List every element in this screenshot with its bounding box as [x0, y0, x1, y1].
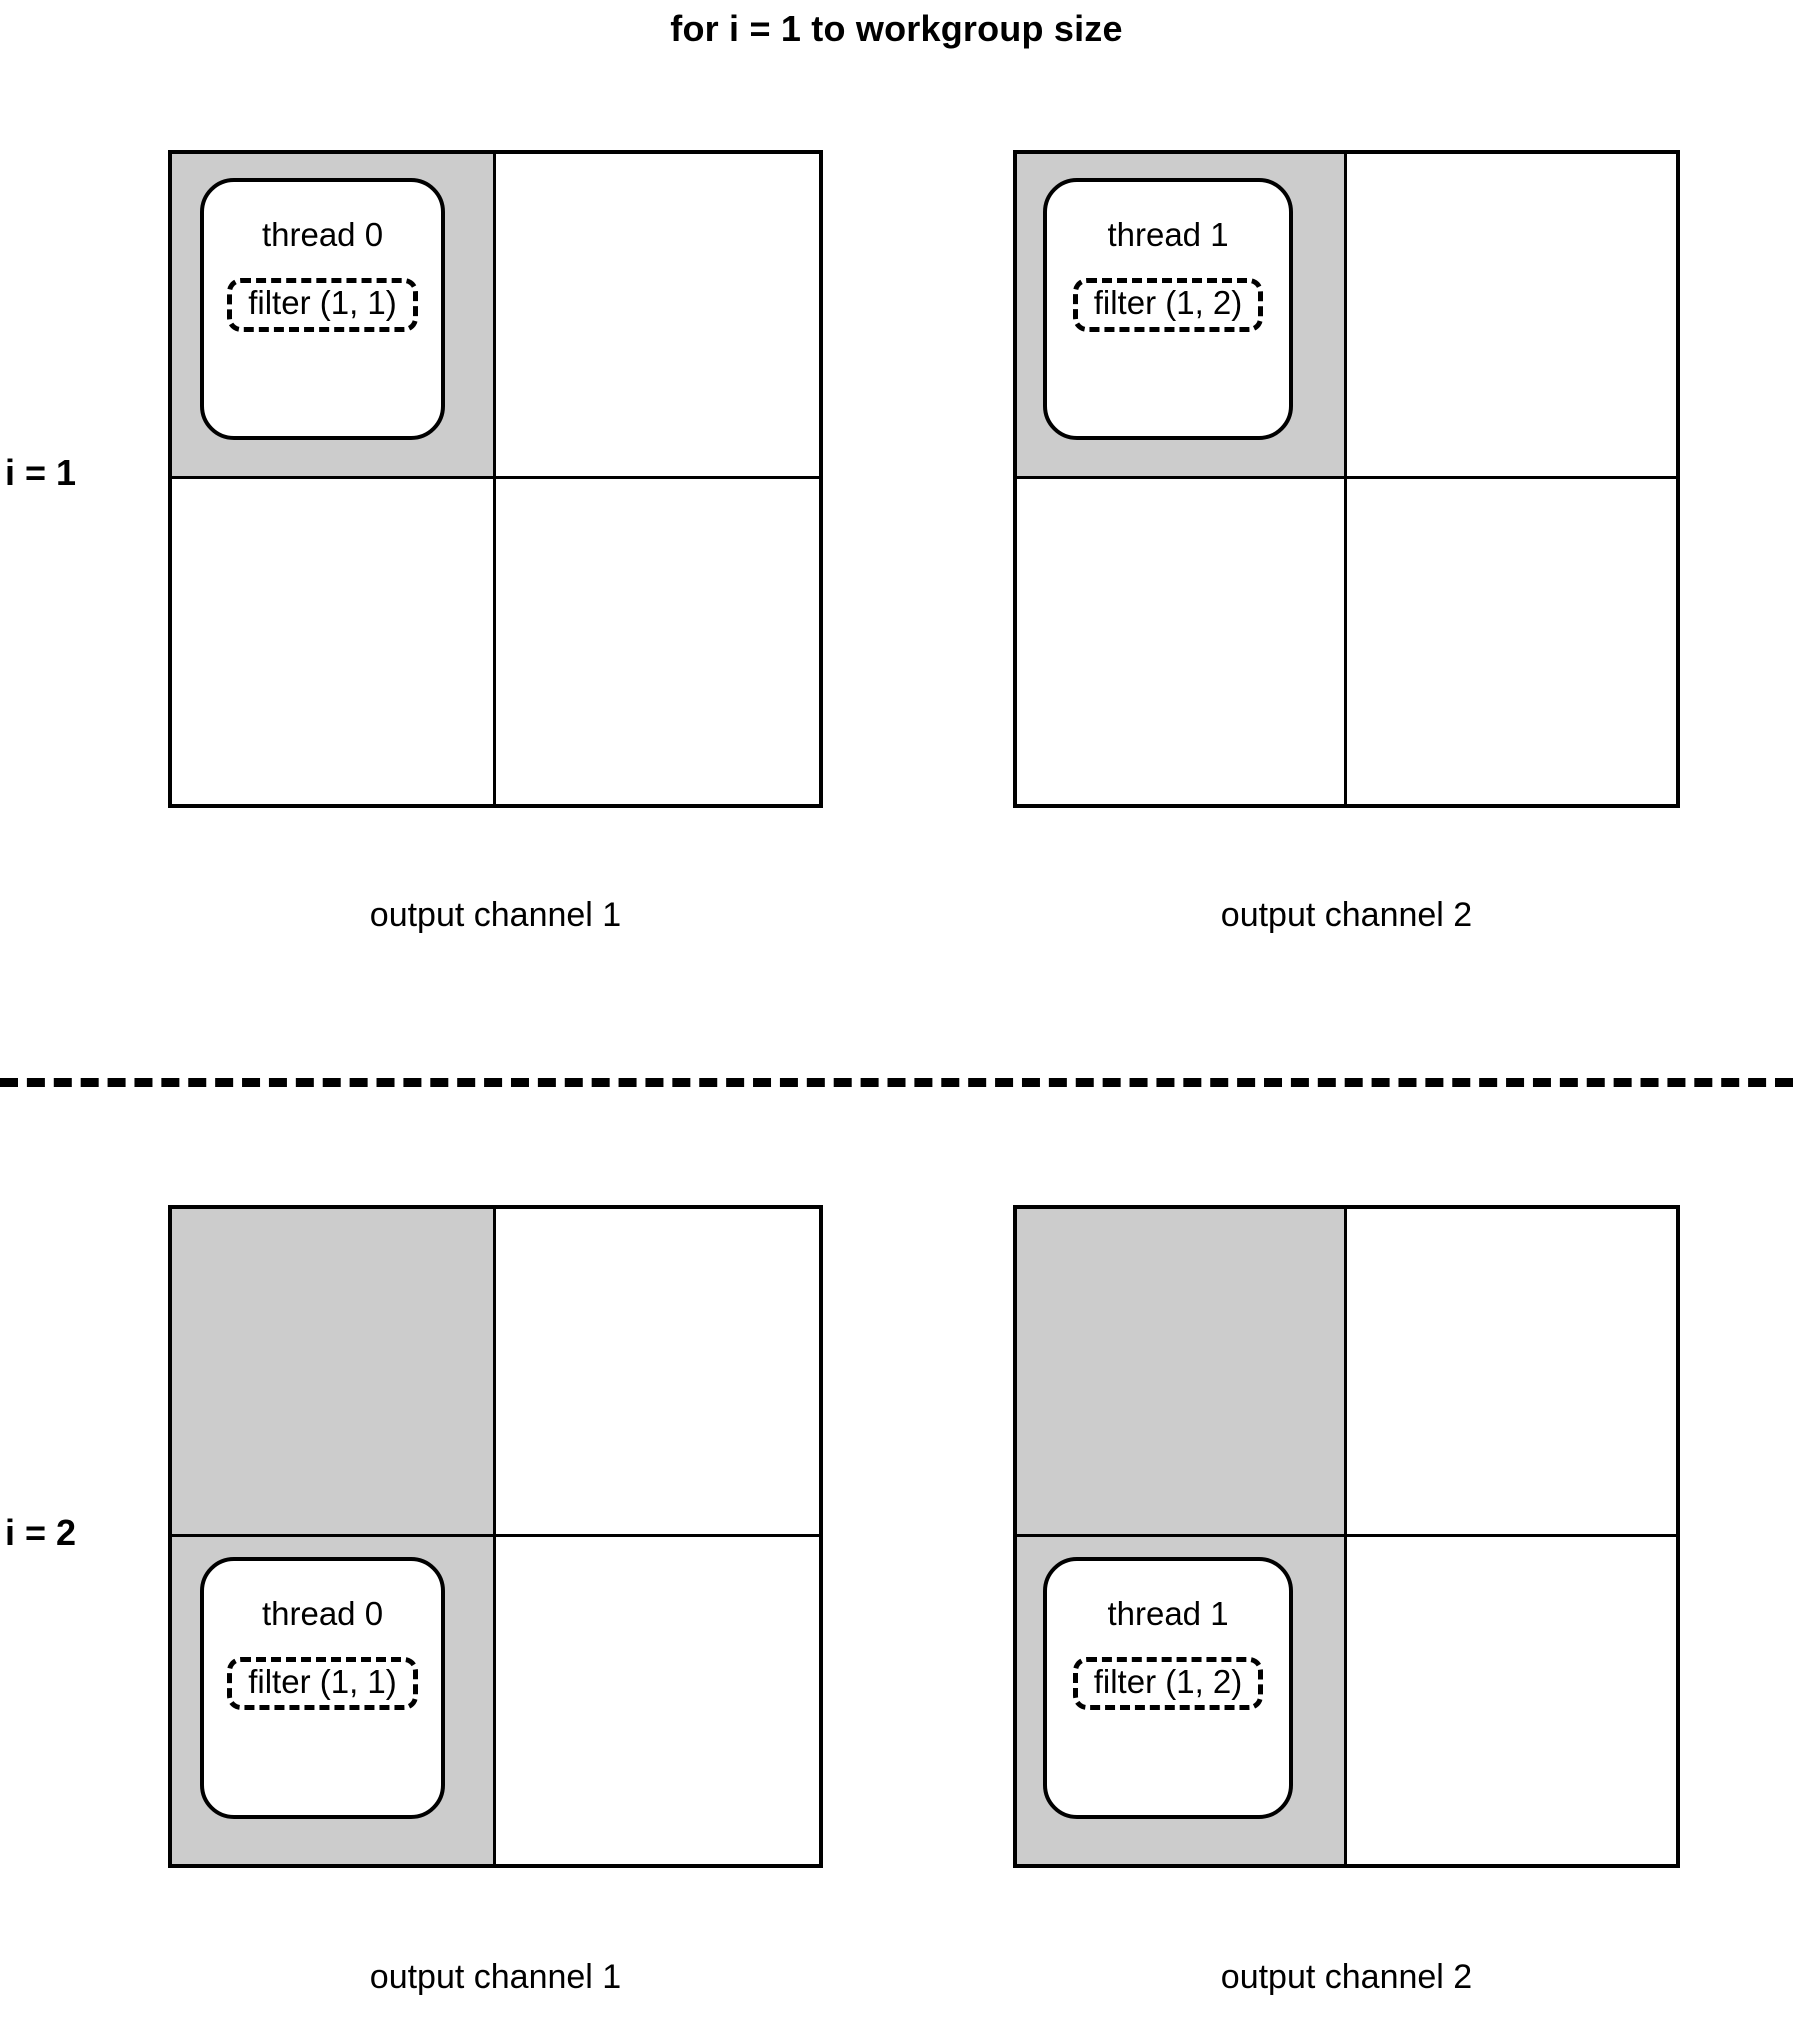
grid-cell-top-left[interactable] — [172, 1209, 496, 1537]
grid-cell-top-left[interactable] — [1017, 1209, 1347, 1537]
grid-cell-bottom-left[interactable]: thread 0 filter (1, 1) — [172, 1536, 496, 1864]
iteration-label-1: i = 1 — [5, 452, 77, 493]
filter-label: filter (1, 1) — [248, 284, 397, 321]
grid-caption: output channel 2 — [1220, 896, 1473, 934]
iteration-label-2: i = 2 — [5, 1512, 77, 1553]
filter-box: filter (1, 1) — [227, 278, 418, 332]
output-channel-grid: thread 1 filter (1, 2) — [1013, 1205, 1680, 1868]
grid-cell-top-left[interactable]: thread 0 filter (1, 1) — [172, 154, 496, 479]
section-divider — [0, 1078, 1793, 1087]
thread-label: thread 0 — [261, 1594, 384, 1632]
thread-label: thread 1 — [1107, 216, 1229, 253]
filter-label: filter (1, 2) — [1093, 284, 1243, 321]
output-channel-grid: thread 1 filter (1, 2) — [1013, 150, 1680, 808]
grid-caption: output channel 1 — [369, 896, 622, 934]
grid-cell-bottom-right[interactable] — [495, 479, 819, 804]
grid-cell-bottom-left[interactable]: thread 1 filter (1, 2) — [1017, 1536, 1347, 1864]
filter-label: filter (1, 1) — [248, 1662, 397, 1700]
grid-cell-top-right[interactable] — [1346, 1209, 1676, 1537]
grid-cell-top-right[interactable] — [495, 1209, 819, 1537]
grid-cell-bottom-left[interactable] — [172, 479, 496, 804]
grid-caption: output channel 2 — [1220, 1958, 1473, 1996]
output-channel-grid: thread 0 filter (1, 1) — [168, 150, 823, 808]
filter-box: filter (1, 2) — [1072, 278, 1264, 332]
thread-box[interactable]: thread 0 filter (1, 1) — [200, 178, 445, 440]
filter-label: filter (1, 2) — [1093, 1662, 1243, 1700]
grid-cell-top-left[interactable]: thread 1 filter (1, 2) — [1017, 154, 1347, 479]
grid-cell-bottom-right[interactable] — [495, 1536, 819, 1864]
page-title: for i = 1 to workgroup size — [670, 8, 1123, 49]
thread-label: thread 1 — [1107, 1594, 1229, 1632]
thread-label: thread 0 — [261, 216, 384, 253]
thread-box[interactable]: thread 1 filter (1, 2) — [1043, 178, 1293, 440]
grid-cell-bottom-left[interactable] — [1017, 479, 1347, 804]
thread-box[interactable]: thread 0 filter (1, 1) — [200, 1556, 445, 1819]
output-channel-grid: thread 0 filter (1, 1) — [168, 1205, 823, 1868]
grid-cell-top-right[interactable] — [1346, 154, 1676, 479]
grid-cell-top-right[interactable] — [495, 154, 819, 479]
thread-box[interactable]: thread 1 filter (1, 2) — [1043, 1556, 1293, 1819]
grid-cell-bottom-right[interactable] — [1346, 1536, 1676, 1864]
filter-box: filter (1, 2) — [1072, 1656, 1264, 1711]
grid-caption: output channel 1 — [369, 1958, 622, 1996]
grid-cell-bottom-right[interactable] — [1346, 479, 1676, 804]
filter-box: filter (1, 1) — [227, 1656, 418, 1711]
